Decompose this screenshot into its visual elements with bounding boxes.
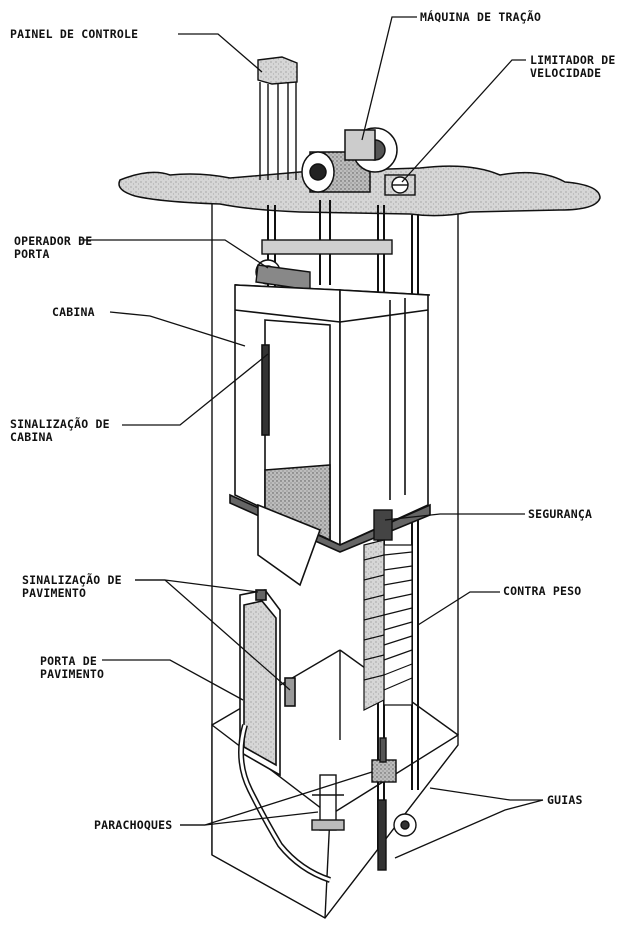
cabin-drawing	[229, 284, 431, 587]
door-operator-drawing	[255, 239, 393, 291]
label-seguranca: SEGURANÇA	[528, 507, 593, 521]
leader-lines	[80, 16, 544, 859]
buffers-drawing	[311, 737, 397, 831]
label-cabina: CABINA	[52, 305, 95, 319]
label-parachoques: PARACHOQUES	[94, 818, 173, 832]
label-porta-de-pavimento: PORTA DE PAVIMENTO	[40, 654, 105, 681]
label-guias: GUIAS	[547, 793, 583, 807]
label-painel-de-controle: PAINEL DE CONTROLE	[10, 27, 139, 41]
landing-door-drawing	[239, 589, 296, 777]
safety-drawing	[373, 509, 393, 541]
traction-machine-drawing	[301, 127, 398, 193]
label-sinalizacao-de-pavimento: SINALIZAÇÃO DE PAVIMENTO	[22, 573, 122, 600]
speed-governor-drawing	[384, 174, 416, 196]
label-limitador-de-velocidade: LIMITADOR DE VELOCIDADE	[530, 53, 616, 80]
label-sinalizacao-de-cabina: SINALIZAÇÃO DE CABINA	[10, 417, 110, 444]
label-maquina-de-tracao: MÁQUINA DE TRAÇÃO	[420, 10, 542, 24]
pit	[211, 744, 459, 919]
control-panel-drawing	[257, 56, 298, 180]
label-contra-peso: CONTRA PESO	[503, 584, 582, 598]
tension-pulley-drawing	[377, 799, 417, 871]
label-operador-de-porta: OPERADOR DE PORTA	[14, 234, 93, 261]
counterweight-drawing	[363, 539, 413, 711]
